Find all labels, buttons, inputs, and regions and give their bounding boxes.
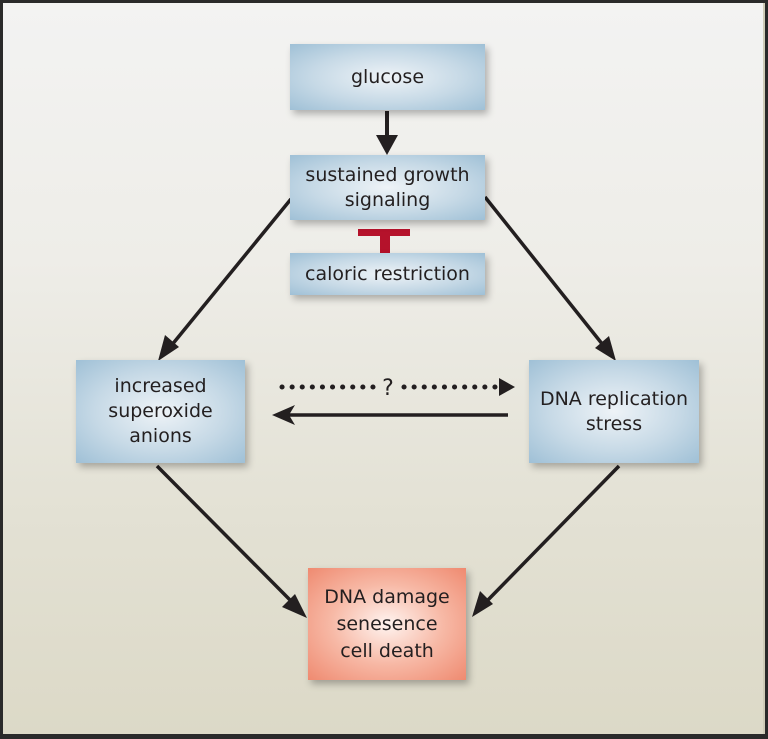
arrowhead-icon xyxy=(158,335,179,361)
arrowhead-icon xyxy=(376,135,398,155)
node-outcome-line2: senesence xyxy=(336,612,438,635)
edge-superoxide-to-outcome xyxy=(155,464,307,618)
node-glucose-label: glucose xyxy=(350,65,425,88)
edge-replication-to-outcome xyxy=(472,464,621,617)
node-growth-signaling-line1: sustained growth xyxy=(305,163,470,186)
arrowhead-icon xyxy=(595,336,616,361)
node-outcome-line1: DNA damage xyxy=(324,585,450,608)
node-superoxide-line1: increased xyxy=(114,375,207,397)
node-superoxide: increased superoxide anions xyxy=(76,360,245,463)
node-replication-stress-line1: DNA replication xyxy=(539,387,689,410)
node-replication-stress-line2: stress xyxy=(585,412,643,435)
arrowhead-icon xyxy=(272,405,295,425)
edge-inhibition-caloric-restriction xyxy=(358,229,410,253)
node-growth-signaling: sustained growth signaling xyxy=(290,155,485,220)
unknown-link-label: ? xyxy=(382,376,394,401)
node-outcome: DNA damage senesence cell death xyxy=(308,568,466,680)
node-growth-signaling-line2: signaling xyxy=(344,188,431,211)
arrowhead-icon xyxy=(282,594,307,618)
edge-superoxide-to-replication-dotted: ? xyxy=(279,376,515,401)
diagram-canvas: ? glucose sustained growth signaling cal… xyxy=(3,3,765,734)
arrowhead-icon xyxy=(499,378,515,396)
node-caloric-restriction: caloric restriction xyxy=(290,253,485,295)
edge-growth-to-superoxide xyxy=(158,197,293,361)
edge-replication-to-superoxide xyxy=(272,405,508,425)
node-caloric-restriction-label: caloric restriction xyxy=(305,262,470,285)
edges-layer: ? xyxy=(155,111,621,618)
node-superoxide-line2: superoxide xyxy=(108,400,213,422)
edge-glucose-to-growth xyxy=(376,111,398,155)
arrowhead-icon xyxy=(472,591,493,617)
edge-growth-to-replication xyxy=(483,195,616,361)
node-outcome-line3: cell death xyxy=(340,639,434,662)
node-superoxide-line3: anions xyxy=(129,425,192,447)
node-replication-stress: DNA replication stress xyxy=(529,360,699,463)
node-glucose: glucose xyxy=(290,44,485,110)
